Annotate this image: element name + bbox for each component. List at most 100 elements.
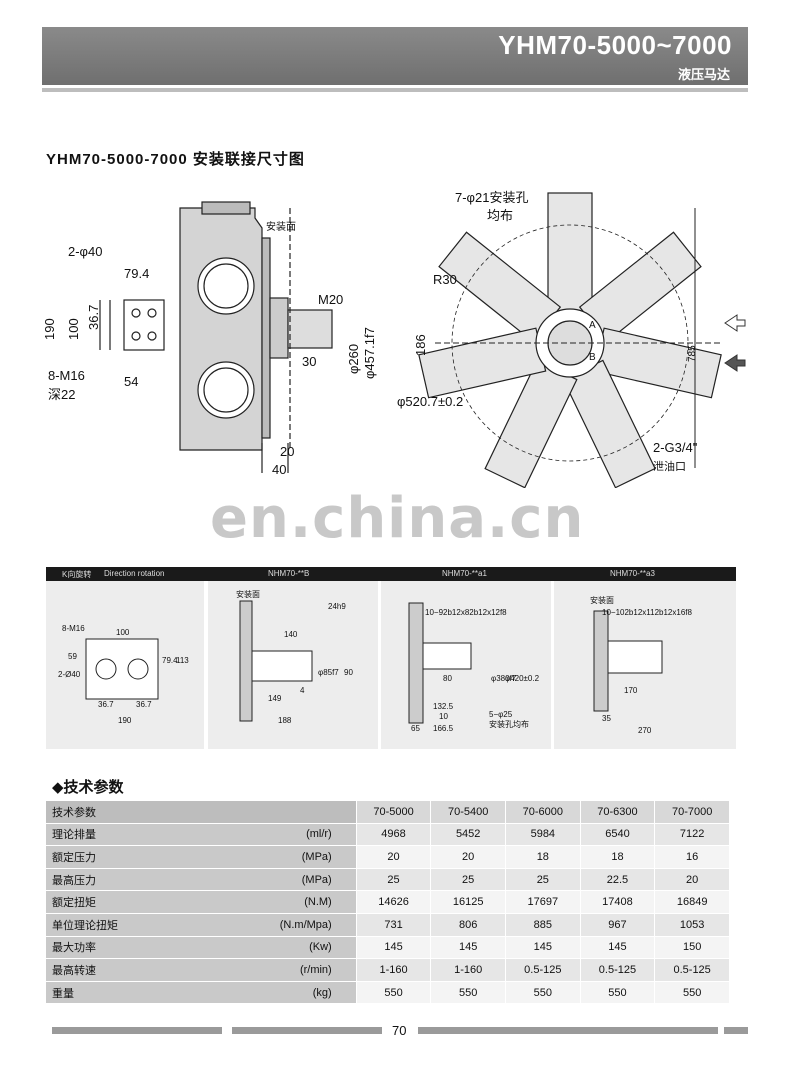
spec-value: 6540: [579, 823, 655, 847]
spec-label: 额定压力: [46, 845, 197, 869]
p3-holes2: 安装孔均布: [489, 719, 529, 729]
p1-36-7b: 36.7: [136, 700, 152, 709]
dim-2-phi40: 2-φ40: [68, 244, 102, 259]
model-header: 70-5000: [355, 801, 431, 824]
p3-65: 65: [411, 724, 420, 733]
spec-value: 4968: [355, 823, 431, 847]
p2-face: 安装面: [236, 589, 260, 599]
spec-value: 18: [505, 845, 581, 869]
spec-unit: (MPa): [196, 845, 357, 869]
p1-100: 100: [116, 628, 130, 637]
front-view-drawing: 7-φ21安装孔 均布 R30 186 φ520.7±0.2 2-G3/4" 泄…: [397, 190, 746, 488]
label-drain: 泄油口: [653, 459, 686, 473]
spec-header-label: 技术参数: [46, 801, 197, 824]
direction-band: K向旋转 Direction rotation NHM70-**B NHM70-…: [46, 567, 736, 581]
port-a: A: [589, 320, 596, 331]
p1-113: 113: [176, 656, 189, 665]
side-view-drawing: 2-φ40 79.4 190 100 36.7 8-M16 深22 54 安装面…: [42, 201, 377, 477]
spec-value: 145: [430, 936, 506, 960]
p4-spline: 10−102b12x112b12x16f8: [602, 608, 692, 617]
panel-port-detail: 8-M16 100 59 2-Ø40 79.4 113 36.7 36.7 19…: [46, 581, 204, 749]
band-model-a3: NHM70-**a3: [610, 569, 655, 578]
p3-420: φ420±0.2: [505, 674, 540, 683]
spec-unit: (N.M): [196, 890, 357, 914]
spec-value: 20: [355, 845, 431, 869]
spec-unit: (kg): [196, 981, 357, 1005]
spec-value: 20: [654, 868, 729, 892]
spec-value: 17697: [505, 890, 581, 914]
spec-value: 7122: [654, 823, 729, 847]
spec-value: 25: [355, 868, 431, 892]
header-underline: [42, 88, 748, 92]
dim-m20: M20: [318, 292, 343, 307]
spec-value: 22.5: [579, 868, 655, 892]
spec-value: 18: [579, 845, 655, 869]
spec-value: 731: [355, 913, 431, 937]
spec-label: 最高压力: [46, 868, 197, 892]
spec-label: 重量: [46, 981, 197, 1005]
spec-header-unit: [196, 801, 357, 824]
model-header: 70-7000: [654, 801, 729, 824]
spec-value: 16125: [430, 890, 506, 914]
p2-188: 188: [278, 716, 292, 725]
header-band: [42, 27, 748, 85]
p3-132: 132.5: [433, 702, 454, 711]
p1-190: 190: [118, 716, 132, 725]
footer-bar-end: [724, 1027, 748, 1034]
spec-value: 14626: [355, 890, 431, 914]
footer-bar-right: [418, 1027, 718, 1034]
spec-value: 550: [430, 981, 506, 1005]
dim-190: 190: [42, 318, 57, 340]
section-title-dimensions: YHM70-5000-7000 安装联接尺寸图: [46, 151, 305, 168]
spec-value: 145: [505, 936, 581, 960]
spec-unit: (r/min): [196, 958, 357, 982]
panel-shaft-a3: 安装面 10−102b12x112b12x16f8 170 35 270: [554, 581, 736, 749]
p2-149: 149: [268, 694, 282, 703]
footer-bar-mid: [232, 1027, 382, 1034]
p1-36-7a: 36.7: [98, 700, 114, 709]
spec-value: 5452: [430, 823, 506, 847]
spec-value: 1-160: [355, 958, 431, 982]
p4-170: 170: [624, 686, 638, 695]
spec-value: 145: [579, 936, 655, 960]
rotation-arrow-icon: [724, 314, 746, 332]
dim-20: 20: [280, 444, 294, 459]
label-even: 均布: [487, 208, 513, 223]
spec-value: 20: [430, 845, 506, 869]
spec-value: 967: [579, 913, 655, 937]
spec-label: 最大功率: [46, 936, 197, 960]
spec-label: 最高转速: [46, 958, 197, 982]
spec-value: 17408: [579, 890, 655, 914]
p4-270: 270: [638, 726, 652, 735]
dim-r30: R30: [433, 272, 457, 287]
dim-phi457: φ457.1f7: [362, 327, 377, 379]
model-header: 70-6000: [505, 801, 581, 824]
dim-785: 785: [687, 345, 698, 362]
dim-phi520: φ520.7±0.2: [397, 394, 463, 409]
page-subtitle: 液压马达: [677, 67, 730, 82]
spec-value: 145: [355, 936, 431, 960]
band-model-a1: NHM70-**a1: [442, 569, 487, 578]
dim-depth-22: 深22: [48, 387, 75, 402]
spec-value: 550: [505, 981, 581, 1005]
p1-thread: 8-M16: [62, 624, 85, 633]
dim-40: 40: [272, 462, 286, 477]
p4-face: 安装面: [590, 595, 614, 605]
p2-90: 90: [344, 668, 353, 677]
spec-value: 16: [654, 845, 729, 869]
spec-value: 0.5-125: [579, 958, 655, 982]
p3-166: 166.5: [433, 724, 454, 733]
watermark: en.china.cn: [210, 486, 585, 551]
spec-value: 5984: [505, 823, 581, 847]
band-model-b: NHM70-**B: [268, 569, 310, 578]
spec-label: 额定扭矩: [46, 890, 197, 914]
p4-35: 35: [602, 714, 611, 723]
dim-8-m16: 8-M16: [48, 368, 85, 383]
